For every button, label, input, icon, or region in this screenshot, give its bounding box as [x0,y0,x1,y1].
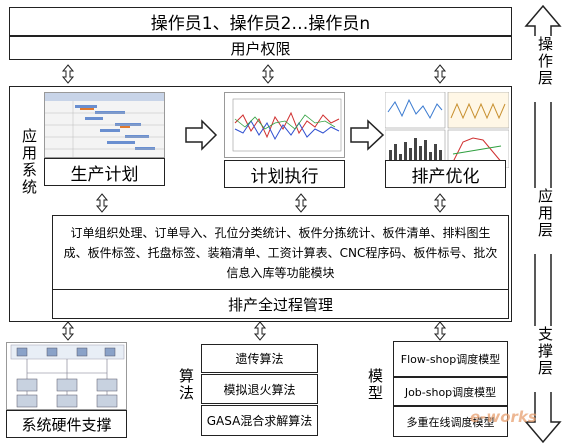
right-arrow-icon [350,119,385,151]
operators-bar: 操作员1、操作员2…操作员n [9,7,512,36]
functions-text: 订单组织处理、订单导入、孔位分类统计、板件分拣统计、板件清单、排料图生成、板件标… [63,226,498,280]
gantt-thumbnail [44,92,165,158]
algorithm-label: 算法 [177,368,195,402]
schedule-optimization-box: 排产优化 [385,160,506,188]
model-flowshop-box: Flow-shop调度模型 [393,341,508,377]
plan-execution-box: 计划执行 [224,160,345,188]
production-plan-box: 生产计划 [44,158,165,186]
watermark-logo: e-works [470,408,537,426]
layer-support-label: 支撑层 [530,326,556,392]
model-online-box: 多重在线调度模型 [393,406,508,437]
layer-application-label: 应用层 [530,188,556,254]
user-permissions-bar: 用户权限 [9,36,512,60]
model-jobshop-box: Job-shop调度模型 [393,377,508,406]
algorithm-gasa-box: GASA混合求解算法 [201,405,318,436]
model-label: 模型 [366,368,384,402]
application-system-label: 应用系统 [20,128,38,196]
execution-chart-thumbnail [224,92,345,158]
process-management-box: 排产全过程管理 [52,289,509,319]
optimization-charts-thumbnail [385,92,509,168]
right-arrow-icon [185,119,218,151]
user-permissions-label: 用户权限 [230,39,291,58]
layer-operation-label: 操作层 [530,36,556,102]
algorithm-genetic-box: 遗传算法 [201,344,318,373]
application-system-frame [9,86,512,322]
hardware-support-box: 系统硬件支撑 [6,410,127,438]
operators-label: 操作员1、操作员2…操作员n [150,14,371,34]
algorithm-annealing-box: 模拟退火算法 [201,374,318,404]
hardware-network-image [6,342,127,410]
functions-box: 订单组织处理、订单导入、孔位分类统计、板件分拣统计、板件清单、排料图生成、板件标… [52,215,509,289]
